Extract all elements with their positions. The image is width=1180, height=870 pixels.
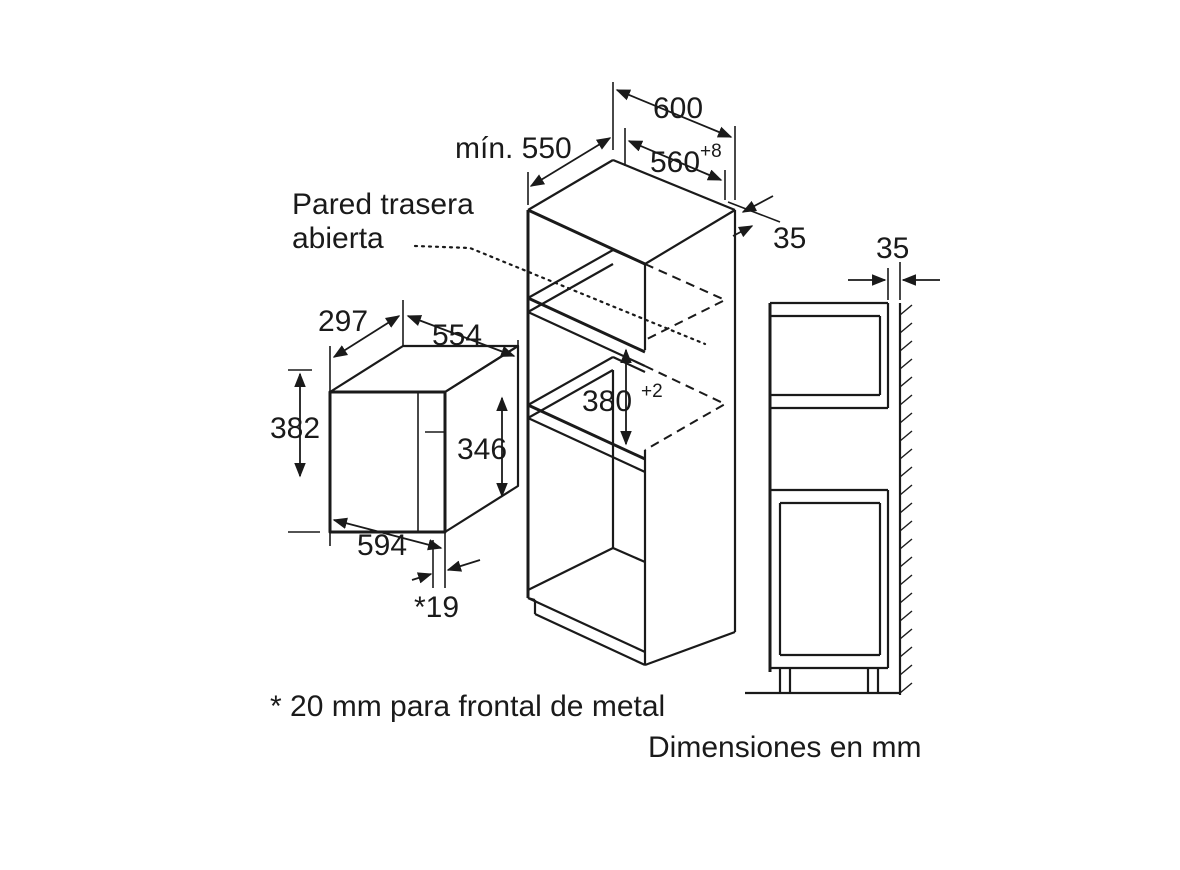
side-view-dimensions [848, 262, 940, 300]
cabinet-min-depth-label: mín. 550 [455, 132, 572, 165]
shelf-upper-back [612, 248, 646, 266]
dim-line-19a [411, 572, 433, 584]
microwave-side [443, 344, 520, 534]
microwave-dimensions [288, 300, 519, 588]
microwave-body-depth-label: 554 [432, 319, 482, 352]
rear-wall-label-line2: abierta [292, 222, 384, 255]
dim-line-35-b [732, 225, 754, 238]
microwave-width-label: 594 [357, 529, 407, 562]
cabinet-niche-height-label: 380 [582, 385, 632, 418]
microwave-height-label: 382 [270, 412, 320, 445]
cabinet-bottom-front [527, 597, 646, 653]
cabinet-dimensions [527, 82, 781, 446]
cabinet-outer-width-label: 600 [653, 92, 703, 125]
shelf-lower-front-2 [527, 417, 646, 473]
ext-line [727, 201, 781, 223]
shelf-lower-front [527, 403, 646, 461]
shelf-upper-front [527, 296, 646, 354]
dim-line-550 [529, 137, 612, 187]
cabinet-top-left-edge [527, 159, 614, 211]
dim-line-19b [446, 559, 481, 572]
microwave-front [328, 390, 447, 534]
cabinet-plinth-bottom [534, 613, 646, 666]
rear-wall-leader [413, 244, 707, 346]
wall-hatching [899, 304, 913, 694]
shelf-upper-front-2 [527, 311, 646, 367]
cabinet-plinth-bottom-right [644, 630, 736, 667]
footnote: * 20 mm para frontal de metal [270, 690, 665, 723]
cabinet-inner-width-tol: +8 [700, 141, 722, 162]
cabinet-rear-gap-label: 35 [773, 222, 806, 255]
cabinet-drawing [413, 158, 737, 667]
hidden-lower-shelf [644, 365, 728, 451]
hidden-upper-shelf [644, 263, 728, 341]
microwave-depth-label: 297 [318, 305, 368, 338]
dim-line-554 [406, 315, 516, 357]
side-view-drawing [745, 301, 913, 695]
microwave-top [328, 344, 520, 394]
cabinet-inner-bottom-back [612, 546, 646, 564]
microwave-front-offset-label: *19 [414, 591, 459, 624]
shelf-lower-left-2 [527, 369, 614, 419]
dim-line-600 [615, 89, 733, 138]
units-note: Dimensiones en mm [648, 731, 921, 764]
cabinet-inner-bottom-left [527, 547, 614, 591]
rear-wall-label-line1: Pared trasera [292, 188, 474, 221]
cabinet-niche-height-tol: +2 [641, 381, 663, 402]
shelf-lower-left [527, 356, 614, 406]
dim-line-297 [332, 315, 401, 358]
microwave-inner-height-label: 346 [457, 433, 507, 466]
side-view-gap-label: 35 [876, 232, 909, 265]
cabinet-inner-width-label: 560 [650, 146, 700, 179]
cabinet-top-right-edge [644, 209, 736, 265]
dim-line-560 [627, 140, 723, 181]
shelf-upper-left [527, 249, 614, 299]
dim-line-594 [332, 517, 443, 551]
